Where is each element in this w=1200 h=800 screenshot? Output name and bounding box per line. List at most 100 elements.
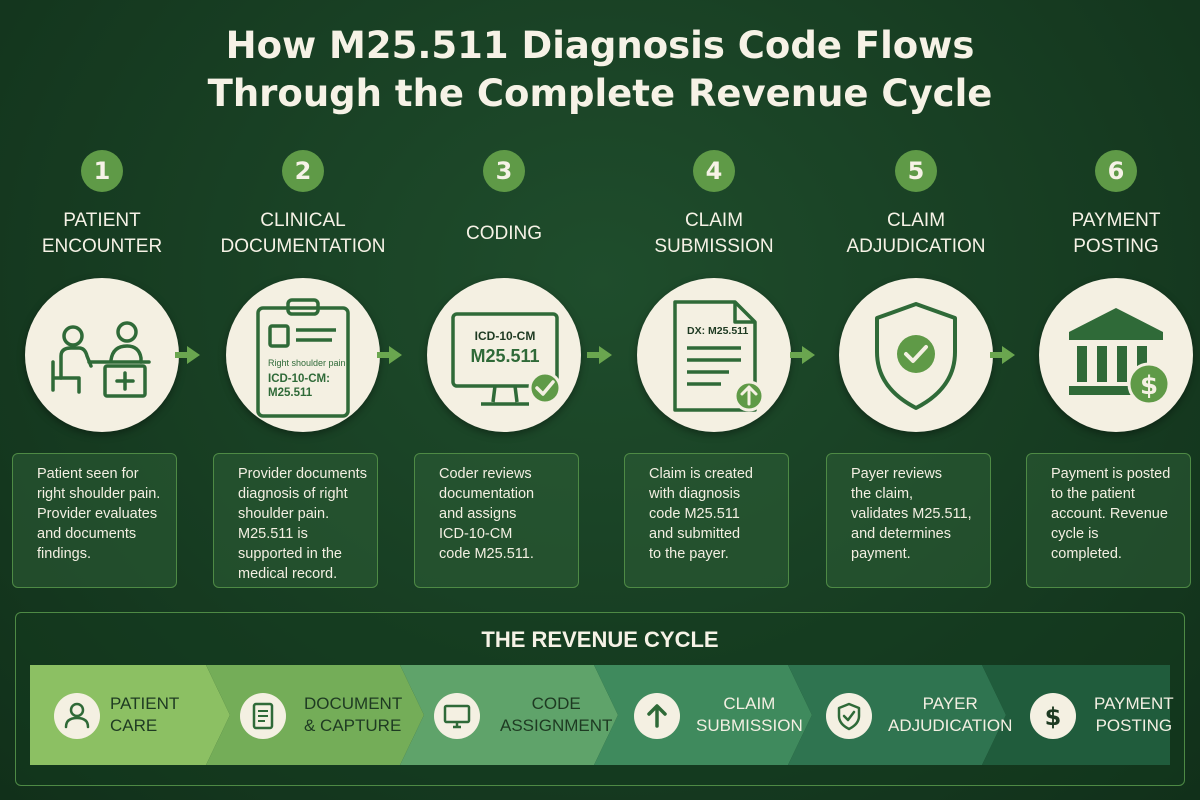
flow-arrow-icon — [990, 346, 1015, 364]
stage-line-2: ASSIGNMENT — [500, 716, 613, 735]
claim-document-icon: DX: M25.511 — [673, 300, 765, 412]
desc-line: and documents — [37, 526, 137, 542]
desc-line: Provider documents — [238, 466, 367, 482]
step-number-badge: 2 — [282, 150, 324, 192]
desc-line: to the payer. — [649, 546, 729, 562]
desc-line: and determines — [851, 526, 951, 542]
step-icon-circle: ICD-10-CM M25.511 — [427, 278, 581, 432]
icon-text: Right shoulder pain — [268, 358, 346, 368]
desc-line: right shoulder pain. — [37, 486, 161, 502]
step-title: CLAIM SUBMISSION — [614, 206, 814, 262]
step-title-line-2: POSTING — [1073, 236, 1159, 257]
step-description: Coder reviews documentation and assigns … — [414, 453, 579, 588]
cycle-stage-label: DOCUMENT& CAPTURE — [304, 665, 402, 765]
step-icon-circle: DX: M25.511 — [637, 278, 791, 432]
desc-line: code M25.511. — [439, 546, 534, 562]
desc-line: Provider evaluates — [37, 506, 158, 522]
step-icon-circle — [25, 278, 179, 432]
step-icon-circle: Right shoulder pain ICD-10-CM: M25.511 — [226, 278, 380, 432]
desc-line: payment. — [851, 546, 911, 562]
step-title-line-1: CLAIM — [684, 210, 744, 231]
desc-line: Payer reviews — [851, 466, 943, 482]
page-title: How M25.511 Diagnosis Code Flows Through… — [0, 22, 1200, 118]
step-title-line-1: CODING — [466, 223, 542, 244]
desc-line: with diagnosis — [649, 486, 741, 502]
step-claim-submission: 4 CLAIM SUBMISSION DX: M25.511 Claim is c… — [624, 150, 804, 590]
desc-line: validates M25.511, — [851, 506, 972, 522]
icon-text: M25.511 — [268, 387, 313, 399]
step-description: Payer reviews the claim, validates M25.5… — [826, 453, 991, 588]
step-title-line-2: SUBMISSION — [654, 236, 774, 257]
step-number-badge: 4 — [693, 150, 735, 192]
stage-line-2: SUBMISSION — [696, 716, 803, 735]
desc-line: Coder reviews — [439, 466, 532, 482]
step-number-badge: 3 — [483, 150, 525, 192]
desc-line: documentation — [439, 486, 535, 502]
bank-dollar-icon: $ — [1069, 308, 1171, 406]
desc-line: ICD-10-CM — [439, 526, 513, 542]
clipboard-icon: Right shoulder pain ICD-10-CM: M25.511 — [256, 298, 350, 418]
desc-line: Patient seen for — [37, 466, 139, 482]
chevron-stage-4 — [594, 665, 812, 765]
flow-arrow-icon — [377, 346, 402, 364]
chevron-stage-2 — [206, 665, 424, 765]
step-number-badge: 5 — [895, 150, 937, 192]
monitor-icon — [434, 693, 480, 739]
desc-line: account. Revenue — [1051, 506, 1168, 522]
desc-line: completed. — [1051, 546, 1122, 562]
step-number-badge: 6 — [1095, 150, 1137, 192]
step-title-line-2: ADJUDICATION — [846, 236, 986, 257]
step-coding: 3 CODING ICD-10-CM M25.511 Coder reviews… — [414, 150, 594, 590]
desc-line: Payment is posted — [1051, 466, 1171, 482]
desc-line: M25.511 is — [238, 526, 308, 542]
dollar-icon: $ — [1030, 693, 1076, 739]
shield-check-icon — [826, 693, 872, 739]
step-description: Patient seen for right shoulder pain. Pr… — [12, 453, 177, 588]
stage-line-2: CARE — [110, 716, 158, 735]
patient-encounter-icon — [51, 321, 151, 398]
desc-line: to the patient — [1051, 486, 1135, 502]
icon-text: DX: M25.511 — [687, 325, 748, 337]
icon-text: M25.511 — [470, 346, 539, 366]
stage-line-1: PAYER — [922, 694, 978, 713]
revenue-cycle-title: THE REVENUE CYCLE — [481, 627, 719, 652]
svg-text:$: $ — [1045, 703, 1062, 731]
desc-line: supported in the — [238, 546, 342, 562]
step-description: Payment is posted to the patient account… — [1026, 453, 1191, 588]
desc-line: and submitted — [649, 526, 741, 542]
stage-line-1: CLAIM — [723, 694, 776, 713]
step-number-badge: 1 — [81, 150, 123, 192]
step-title: CODING — [404, 206, 604, 262]
desc-line: findings. — [37, 546, 92, 562]
step-title-line-1: PATIENT — [63, 210, 141, 231]
step-icon-circle — [839, 278, 993, 432]
cycle-stage-label: CLAIM SUBMISSION — [696, 665, 803, 765]
shield-check-icon — [875, 302, 957, 410]
flow-arrow-icon — [175, 346, 200, 364]
desc-line: shoulder pain. — [238, 506, 330, 522]
step-description: Claim is created with diagnosis code M25… — [624, 453, 789, 588]
desc-line: cycle is — [1051, 526, 1099, 542]
step-icon-circle: $ — [1039, 278, 1193, 432]
chevron-stage-6 — [982, 665, 1170, 765]
stage-line-2: POSTING — [1095, 716, 1173, 735]
step-title-line-2: DOCUMENTATION — [220, 236, 386, 257]
upload-arrow-icon — [634, 693, 680, 739]
stage-line-1: DOCUMENT — [304, 694, 403, 713]
chevron-stage-3 — [400, 665, 618, 765]
person-icon — [54, 693, 100, 739]
desc-line: medical record. — [238, 566, 338, 582]
flow-arrow-icon — [790, 346, 815, 364]
